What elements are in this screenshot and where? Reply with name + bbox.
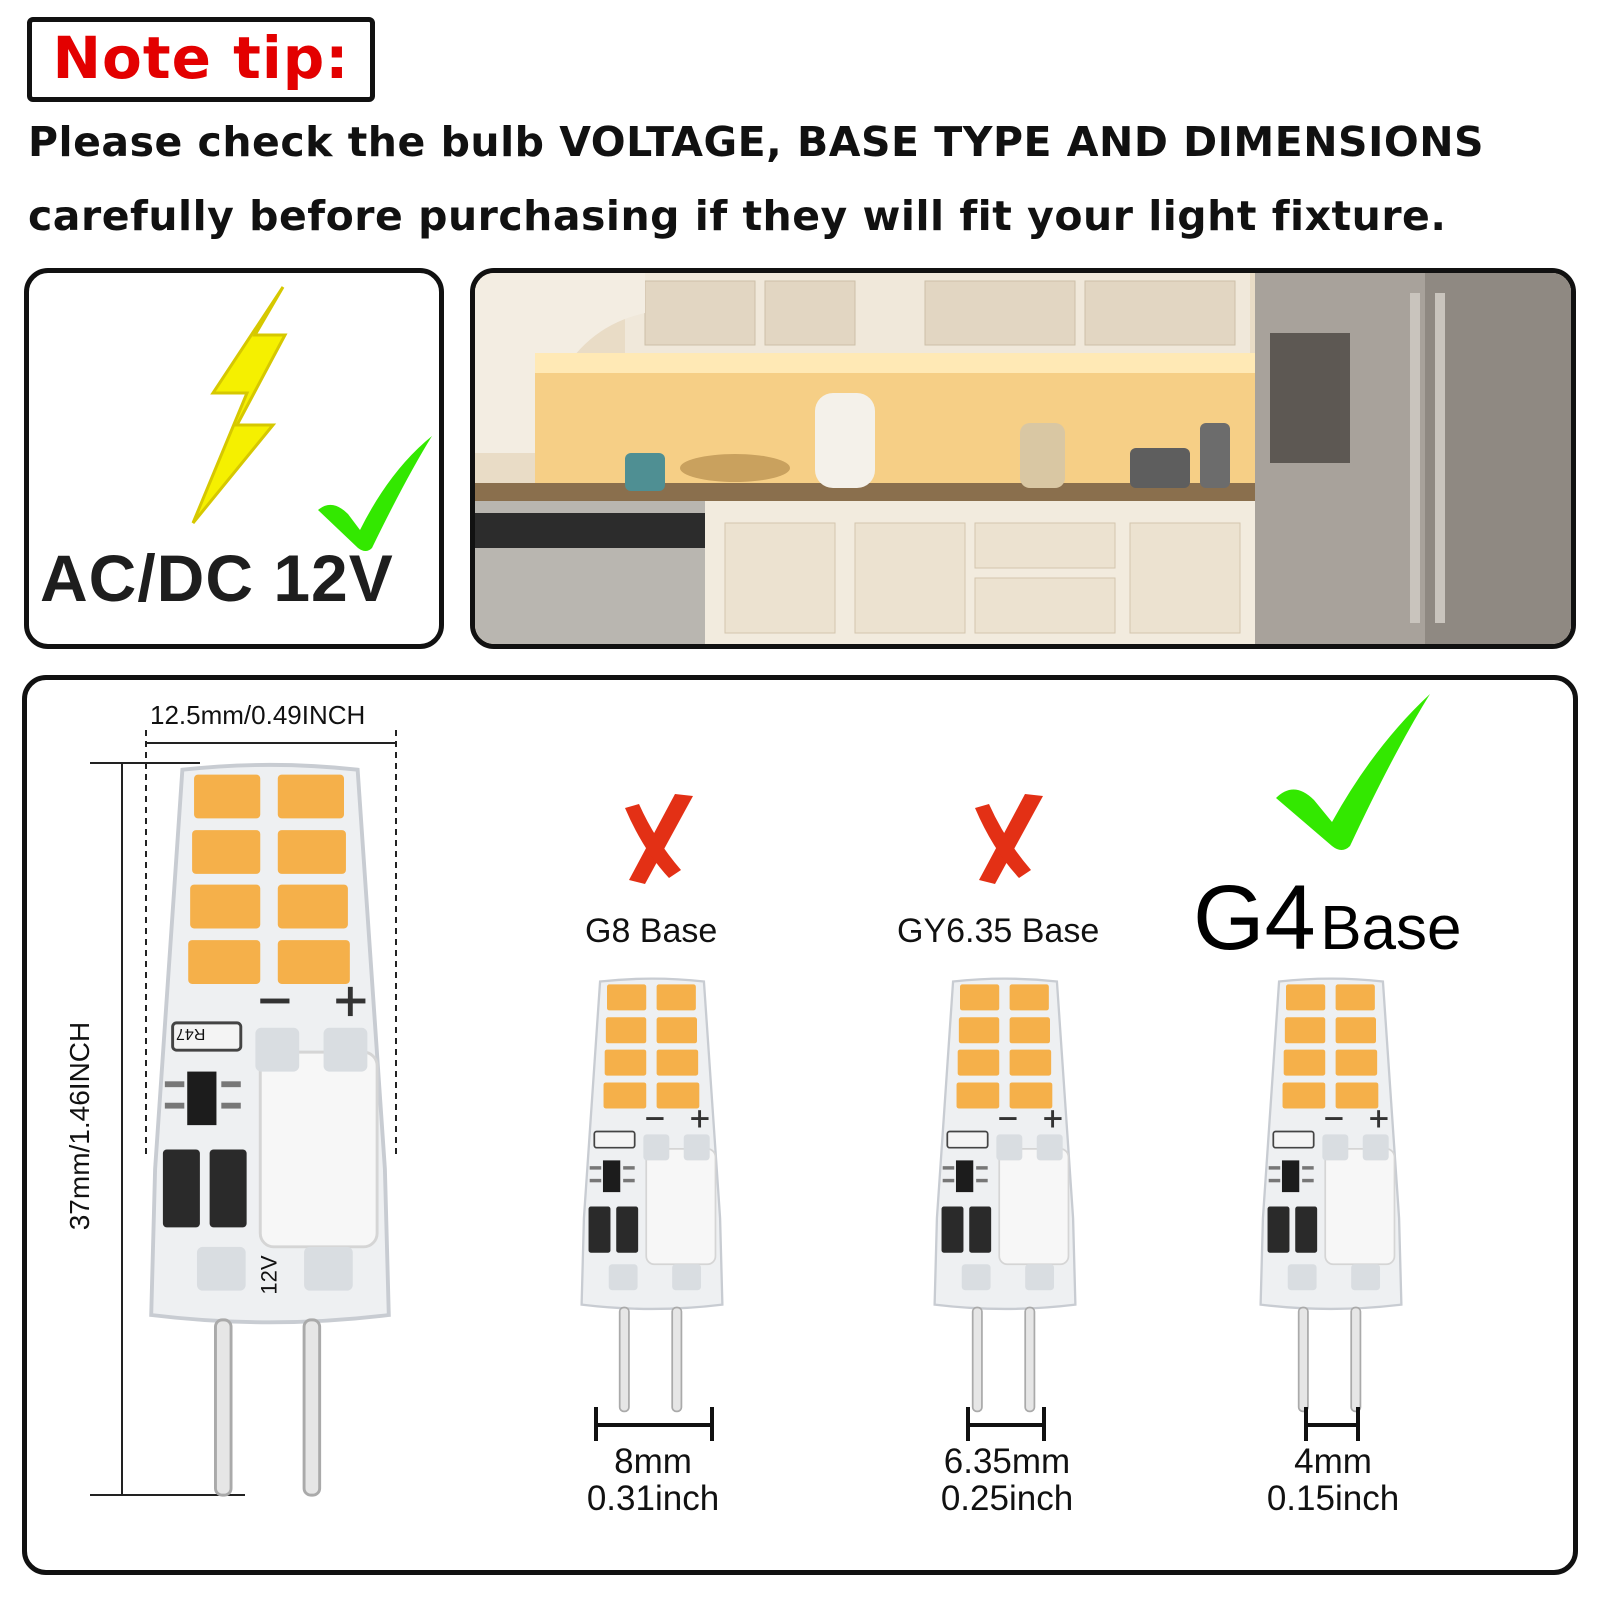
resistor-marking: R47 bbox=[176, 1025, 206, 1042]
g4-spacing-inch: 0.15inch bbox=[1266, 1479, 1400, 1518]
g4-spacing-bracket bbox=[1304, 1407, 1360, 1441]
g4-base-label: G4 Base bbox=[1193, 872, 1462, 964]
note-tip-title: Note tip: bbox=[52, 23, 350, 92]
g8-bulb-image bbox=[577, 975, 727, 1415]
g8-spacing: 8mm 0.31inch bbox=[533, 1443, 773, 1517]
voltage-label: AC/DC 12V bbox=[40, 541, 394, 615]
gy635-spacing-mm: 6.35mm bbox=[943, 1442, 1071, 1481]
warning-line-2: carefully before purchasing if they will… bbox=[28, 192, 1447, 240]
g4-base-code: G4 bbox=[1193, 867, 1316, 969]
g8-spacing-mm: 8mm bbox=[614, 1442, 692, 1481]
green-check-icon bbox=[1276, 694, 1430, 850]
red-x-icon bbox=[625, 794, 693, 884]
gy635-bulb-image bbox=[930, 975, 1080, 1415]
g8-spacing-bracket bbox=[594, 1407, 714, 1441]
g8-spacing-inch: 0.31inch bbox=[586, 1479, 720, 1518]
gy635-spacing-inch: 0.25inch bbox=[940, 1479, 1074, 1518]
g4-base-word: Base bbox=[1320, 894, 1462, 963]
lightning-bolt-icon bbox=[191, 286, 288, 524]
kitchen-photo bbox=[470, 268, 1576, 649]
g4-bulb-image bbox=[1256, 975, 1406, 1415]
gy635-spacing-bracket bbox=[966, 1407, 1046, 1441]
gy635-base-label: GY6.35 Base bbox=[897, 912, 1100, 950]
voltage-marking: 12V bbox=[256, 1255, 282, 1295]
warning-line-1: Please check the bulb VOLTAGE, BASE TYPE… bbox=[28, 118, 1485, 166]
green-check-icon bbox=[318, 436, 432, 551]
note-tip-box: Note tip: bbox=[27, 17, 375, 102]
red-x-icon bbox=[975, 794, 1043, 884]
g8-base-label: G8 Base bbox=[585, 912, 718, 950]
g4-spacing: 4mm 0.15inch bbox=[1213, 1443, 1453, 1517]
large-bulb-image bbox=[140, 760, 400, 1500]
g4-spacing-mm: 4mm bbox=[1294, 1442, 1372, 1481]
gy635-spacing: 6.35mm 0.25inch bbox=[887, 1443, 1127, 1517]
height-dimension-label: 37mm/1.46INCH bbox=[64, 1021, 95, 1231]
dimension-lines bbox=[90, 730, 397, 1496]
width-dimension-label: 12.5mm/0.49INCH bbox=[150, 700, 366, 730]
